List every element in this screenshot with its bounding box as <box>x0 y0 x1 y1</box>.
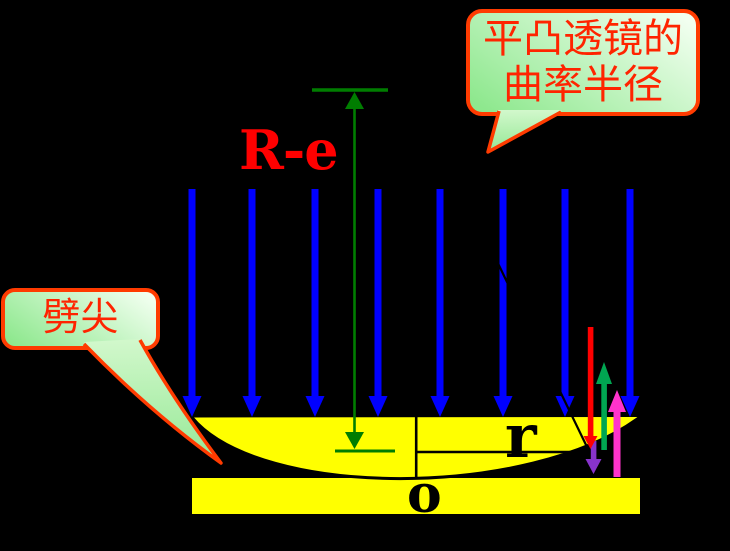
callout-lens-radius-line2: 曲率半径 <box>503 63 663 107</box>
callout-lens-radius-line1: 平凸透镜的 <box>483 17 683 61</box>
air-gap-ray-arrow <box>585 441 602 474</box>
incident-ray-arrow <box>368 189 388 417</box>
ring-radius-label: r <box>505 402 537 472</box>
incident-ray-arrows <box>182 189 640 417</box>
contact-point-label: o <box>407 464 442 525</box>
lens-incident-ray-arrow <box>583 327 598 449</box>
lens-reflected-ray-arrow <box>596 362 612 450</box>
incident-ray-arrow <box>430 189 450 417</box>
radius-pointer-line <box>491 250 589 450</box>
incident-ray-arrow <box>620 189 640 417</box>
radius-measure-label: R-e <box>239 118 339 182</box>
radius-dimension-arrow <box>312 88 395 453</box>
incident-ray-arrow <box>242 189 262 417</box>
callout-wedge: 劈尖 <box>1 288 160 350</box>
callout-lens-radius: 平凸透镜的 曲率半径 <box>466 9 700 116</box>
callout-wedge-label: 劈尖 <box>42 297 119 339</box>
plate-reflected-ray-arrow <box>608 390 626 477</box>
incident-ray-arrow <box>493 189 513 417</box>
flat-plate <box>192 478 640 514</box>
incident-ray-arrow <box>555 189 575 417</box>
incident-ray-arrow <box>305 189 325 417</box>
incident-ray-arrow <box>182 189 202 417</box>
